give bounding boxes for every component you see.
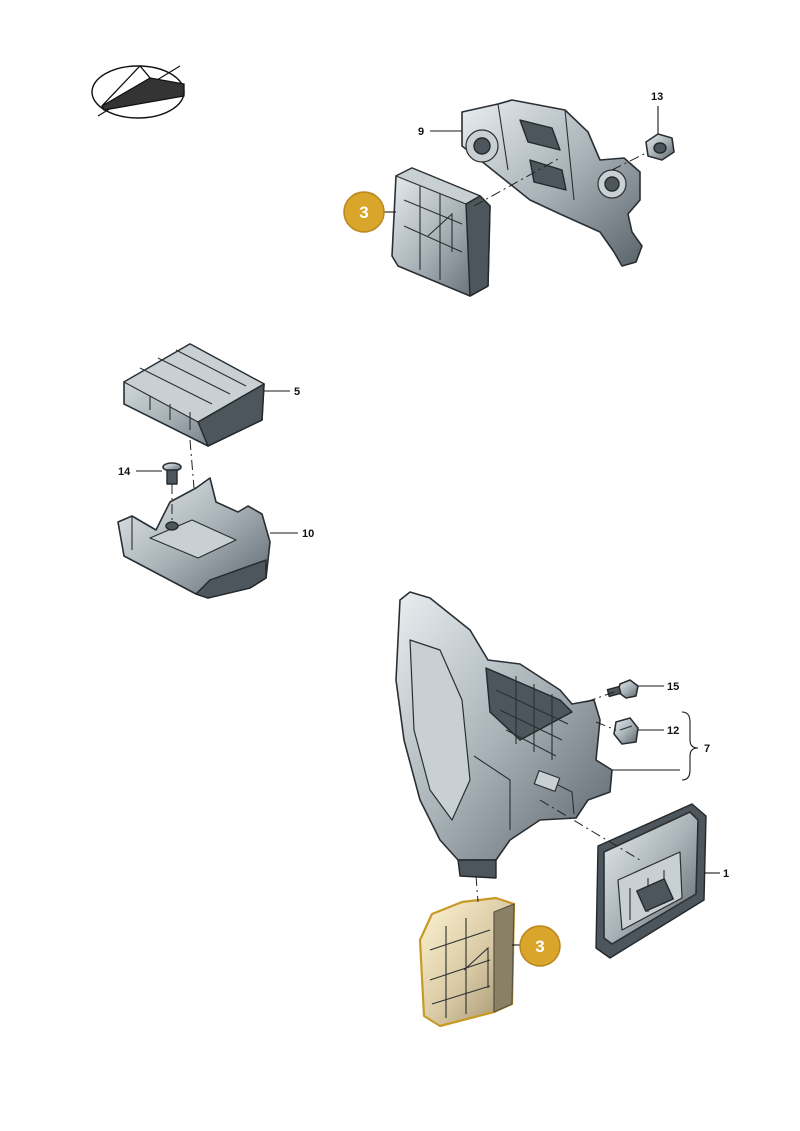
nut-part-13 <box>645 133 675 161</box>
callout-1: 1 <box>723 868 729 880</box>
highlight-badge-3-bottom: 3 <box>519 925 561 967</box>
assembly-axis-clip12 <box>595 721 617 731</box>
callout-7: 7 <box>704 743 710 755</box>
assembly-axis-module3 <box>475 875 479 903</box>
control-module-part-1 <box>595 803 707 959</box>
callout-5: 5 <box>294 386 300 398</box>
badge-3-top-label: 3 <box>359 203 368 222</box>
control-module-highlighted-part-3 <box>418 896 516 1028</box>
callout-13: 13 <box>651 91 663 103</box>
control-module-part-5 <box>123 343 265 447</box>
callout-14: 14 <box>118 466 131 478</box>
callout-10: 10 <box>302 528 314 540</box>
clip-part-12 <box>613 717 639 745</box>
highlight-badge-3-top: 3 <box>343 191 385 233</box>
callout-15: 15 <box>667 681 679 693</box>
screw-part-15 <box>606 679 639 699</box>
badge-3-bottom-label: 3 <box>535 937 544 956</box>
assembly-axis-module5 <box>189 439 195 489</box>
assembly-axis-top <box>473 157 561 207</box>
holder-part-10 <box>117 477 271 599</box>
screw-part-14 <box>162 462 182 485</box>
bracket-brace-7 <box>681 711 699 781</box>
assembly-axis-nut <box>611 151 649 171</box>
housing-part-7 <box>395 591 613 879</box>
callout-12: 12 <box>667 725 679 737</box>
callout-9: 9 <box>418 126 424 138</box>
assembly-axis-screw15 <box>585 691 615 703</box>
orientation-arrow-icon <box>91 65 185 119</box>
control-module-top-part-3 <box>391 167 491 297</box>
